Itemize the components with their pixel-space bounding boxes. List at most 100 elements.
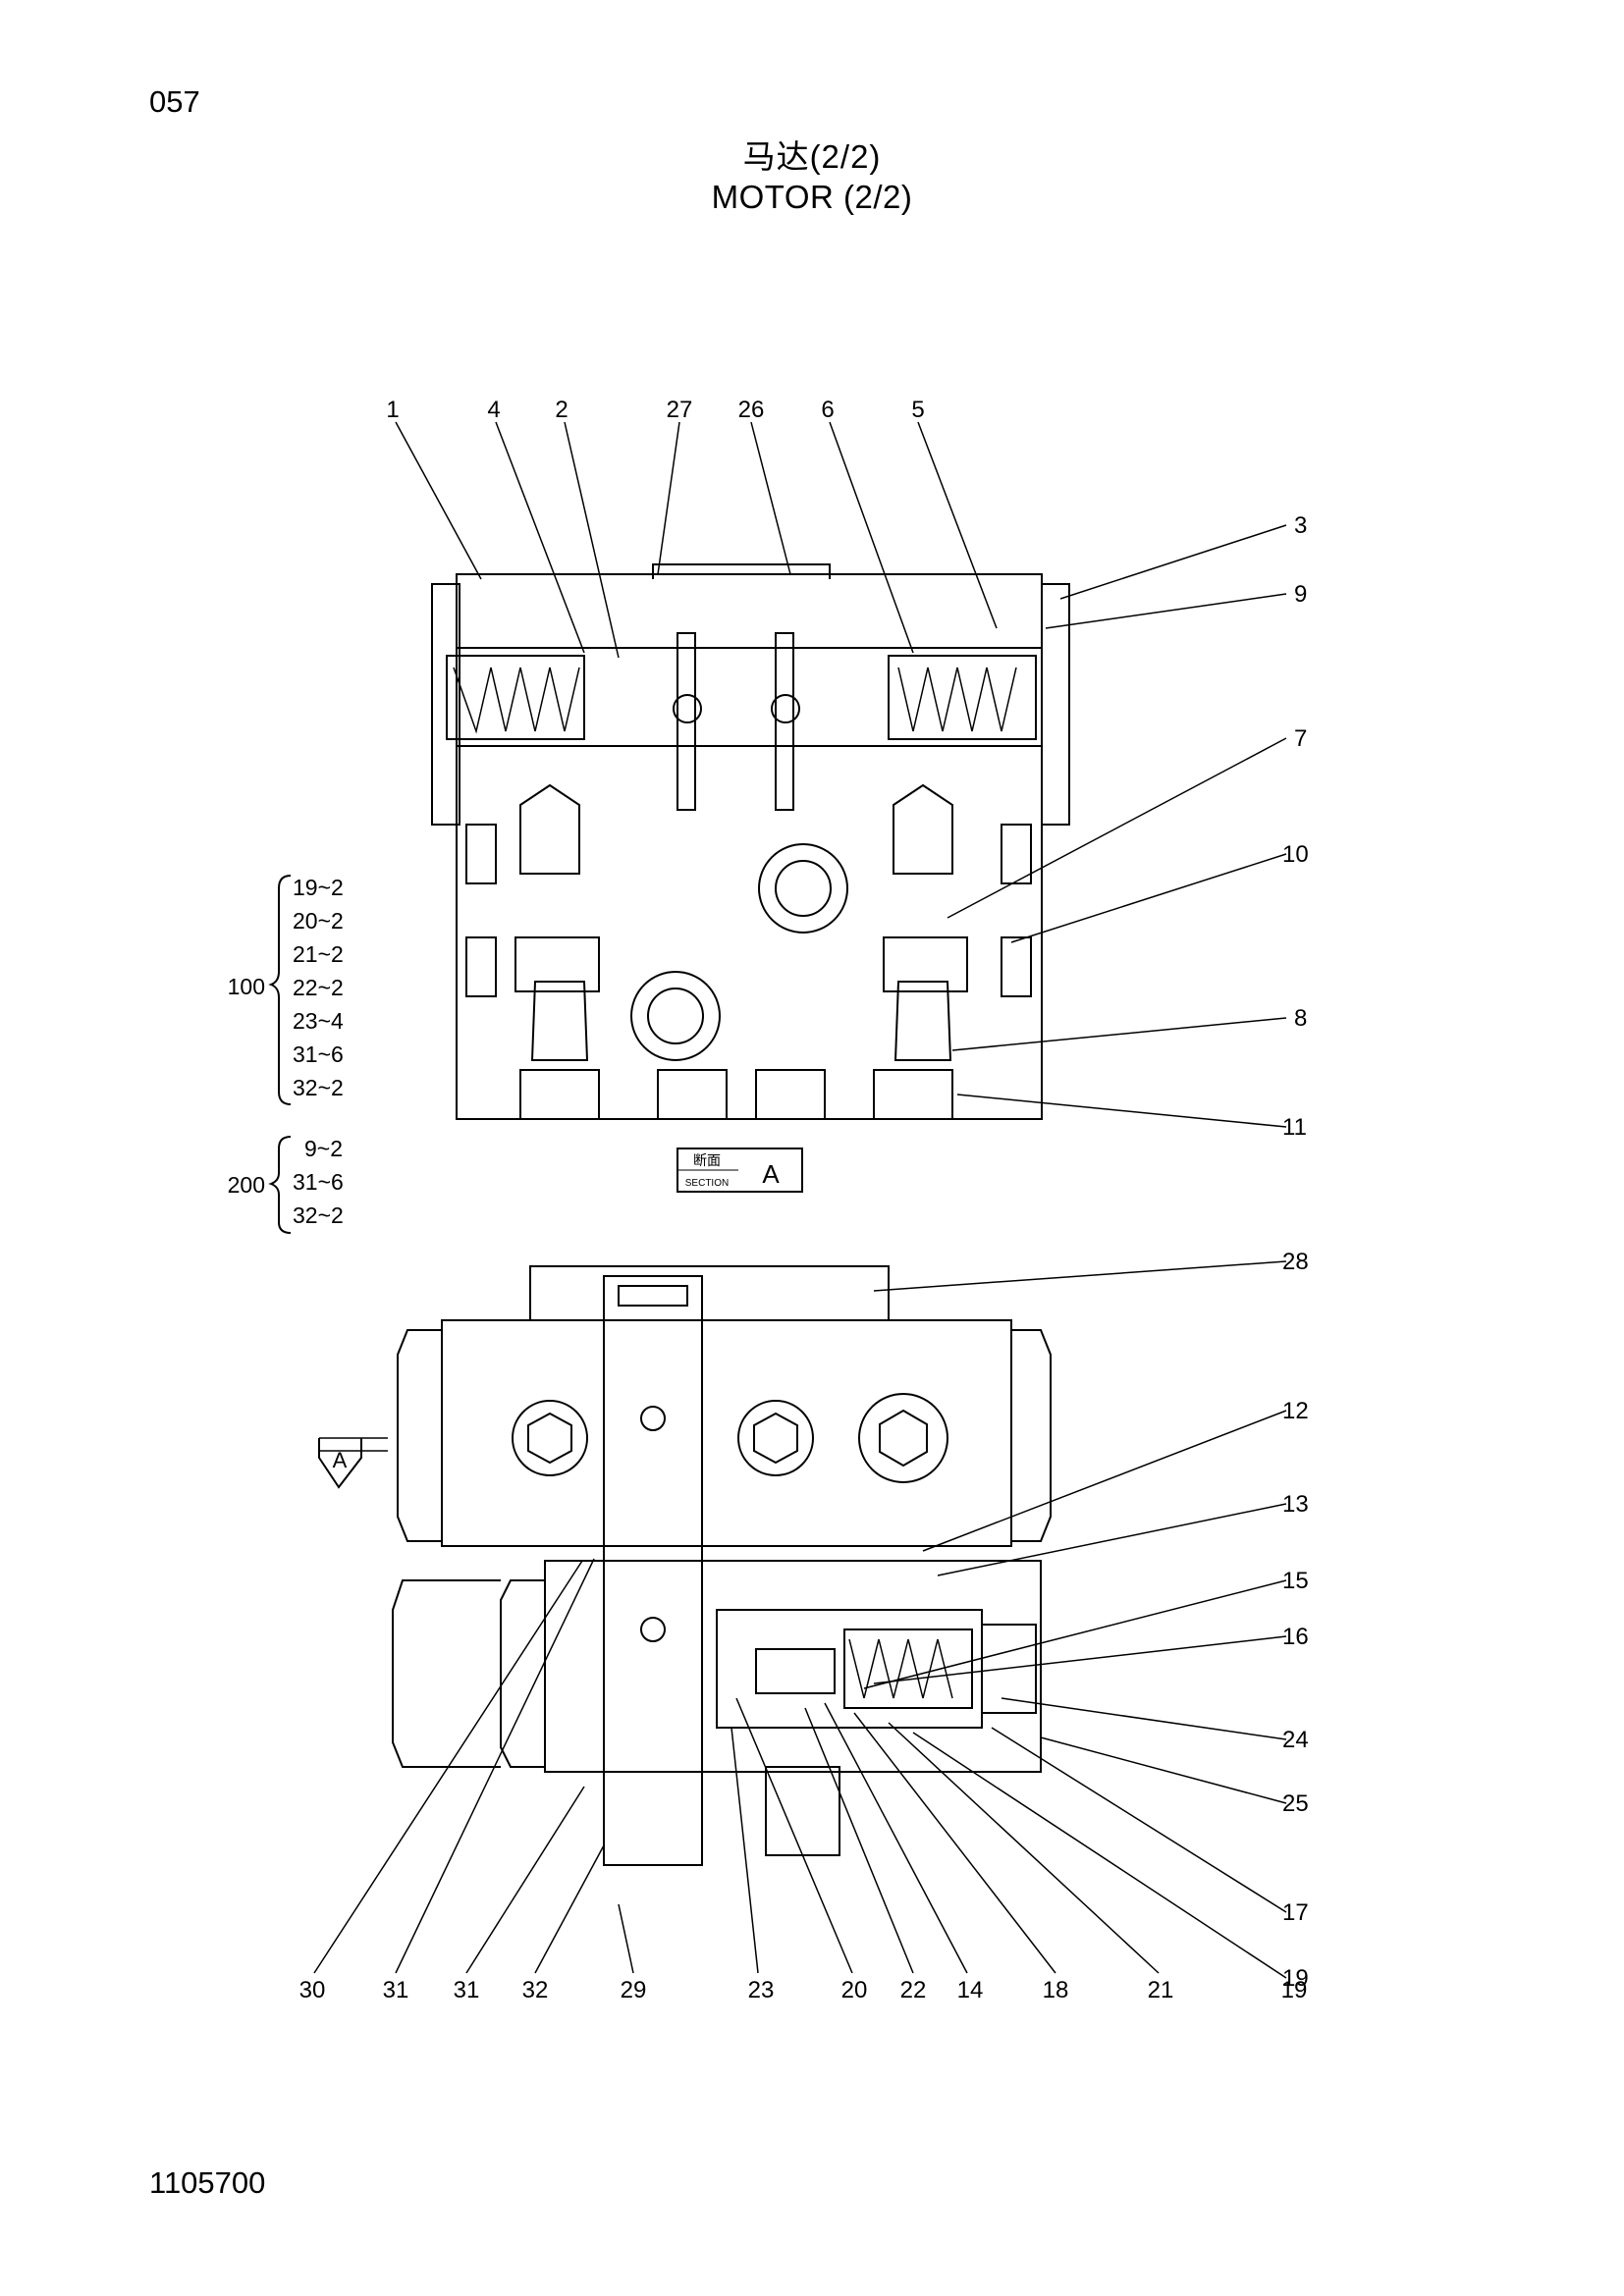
callout-number: 10 xyxy=(1282,841,1309,868)
lower-block xyxy=(544,1560,1042,1773)
callouts-top: 1 4 2 27 26 6 5 3 9 7 10 8 11 xyxy=(386,397,1308,1141)
spring-right xyxy=(897,667,1017,732)
callout-number: 13 xyxy=(1282,1491,1309,1518)
group-100-item: 20~2 xyxy=(293,908,344,934)
port-upper-inner xyxy=(775,860,832,917)
side-plug-right-2 xyxy=(1001,936,1032,997)
callout-number: 11 xyxy=(1282,1114,1307,1141)
callout-number: 14 xyxy=(957,1977,984,2003)
callout-number: 5 xyxy=(911,397,924,423)
hex-plug-left xyxy=(512,1400,588,1476)
hex-plug-right xyxy=(858,1393,948,1483)
callout-number: 6 xyxy=(821,397,834,423)
plug-bottom-3 xyxy=(755,1069,826,1120)
title-english: MOTOR (2/2) xyxy=(711,179,913,215)
callout-number: 20 xyxy=(841,1977,868,2003)
callout-number: 26 xyxy=(738,397,765,423)
callout-number: 7 xyxy=(1294,725,1307,752)
callout-number: 30 xyxy=(299,1977,326,2003)
shaft-cap xyxy=(618,1285,688,1307)
group-100-item: 32~2 xyxy=(293,1075,344,1100)
shaft-hole-1 xyxy=(640,1406,666,1431)
hex-fitting-left-upper xyxy=(397,1329,442,1542)
relief-spring-left xyxy=(530,981,589,1061)
group-100-item: 21~2 xyxy=(293,941,344,967)
section-label-en: SECTION xyxy=(685,1178,729,1189)
spring-left xyxy=(453,667,580,734)
callout-number: 24 xyxy=(1282,1727,1309,1753)
spring-chamber-right xyxy=(888,655,1037,740)
relief-cap xyxy=(981,1624,1037,1714)
callouts-bottom: 28 12 13 15 16 24 25 17 19 30 31 31 32 2… xyxy=(299,1249,1309,2003)
relief-spring xyxy=(848,1638,953,1699)
callout-number: 8 xyxy=(1294,1005,1307,1032)
group-100-item: 22~2 xyxy=(293,975,344,1000)
section-label-box: 断面 SECTION A xyxy=(677,1148,803,1193)
plug-bottom-2 xyxy=(657,1069,728,1120)
callout-number: 19 xyxy=(1281,1977,1308,2003)
top-plug xyxy=(652,563,831,579)
plug-bottom xyxy=(765,1766,840,1856)
group-200-bracket xyxy=(268,1136,292,1234)
group-100-item: 31~6 xyxy=(293,1041,344,1067)
section-label-cn: 断面 xyxy=(693,1152,721,1168)
leader-lines xyxy=(313,421,1287,1979)
relief-spring-right xyxy=(893,981,952,1061)
shaft-hole-2 xyxy=(640,1617,666,1642)
group-100-bracket xyxy=(268,875,292,1105)
callout-number: 4 xyxy=(487,397,500,423)
callout-number: 12 xyxy=(1282,1398,1309,1424)
port-upper xyxy=(758,843,848,934)
title-chinese: 马达(2/2) xyxy=(742,138,882,175)
main-block xyxy=(441,1319,1012,1547)
group-brackets xyxy=(268,875,292,1234)
end-cap-right xyxy=(1041,583,1070,826)
top-section-view xyxy=(431,563,1070,1120)
callout-number: 15 xyxy=(1282,1568,1309,1594)
plug-bottom-1 xyxy=(519,1069,600,1120)
callout-number: 19 xyxy=(1282,1965,1309,1992)
callout-number: 16 xyxy=(1282,1624,1309,1650)
callout-number: 27 xyxy=(667,397,693,423)
page-number: 057 xyxy=(149,84,200,119)
section-arrow-label: A xyxy=(333,1448,348,1472)
hex-fitting-left-lower xyxy=(500,1579,545,1768)
section-label-letter: A xyxy=(762,1159,780,1189)
callout-number: 32 xyxy=(522,1977,549,2003)
callout-number: 31 xyxy=(454,1977,480,2003)
group-200-item: 9~2 xyxy=(304,1136,343,1161)
relief-cap-left xyxy=(514,936,600,992)
valve-body-outline xyxy=(456,573,1043,1120)
hex-socket-middle xyxy=(753,1412,798,1465)
port-lower-inner xyxy=(647,988,704,1044)
section-arrow: A xyxy=(318,1437,388,1489)
callout-number: 25 xyxy=(1282,1790,1309,1817)
callout-number: 31 xyxy=(383,1977,409,2003)
relief-spring-housing xyxy=(843,1629,973,1709)
side-plug-left-1 xyxy=(465,824,497,884)
group-labels: 100 19~2 20~2 21~2 22~2 23~4 31~6 32~2 2… xyxy=(228,875,344,1228)
callout-number: 2 xyxy=(555,397,568,423)
callout-number: 22 xyxy=(900,1977,927,2003)
poppet-right xyxy=(893,783,953,875)
check-ball-left xyxy=(673,694,702,723)
group-200-item: 32~2 xyxy=(293,1202,344,1228)
plug-bottom-4 xyxy=(873,1069,953,1120)
group-100-id: 100 xyxy=(228,974,265,999)
callout-number: 23 xyxy=(748,1977,775,2003)
top-cover xyxy=(529,1265,890,1321)
check-ball-right xyxy=(771,694,800,723)
spool-bore xyxy=(456,647,1043,747)
callout-number: 28 xyxy=(1282,1249,1309,1275)
hex-socket-left xyxy=(527,1412,572,1465)
hex-nut-left xyxy=(392,1579,501,1768)
bottom-assembly-view xyxy=(392,1265,1052,1866)
callout-number: 9 xyxy=(1294,581,1307,608)
spool-stem-left xyxy=(677,632,696,811)
end-cap-left xyxy=(431,583,460,826)
center-shaft xyxy=(603,1275,703,1866)
document-code: 1105700 xyxy=(149,2165,266,2200)
callout-number: 21 xyxy=(1148,1977,1174,2003)
poppet-left xyxy=(519,783,580,875)
